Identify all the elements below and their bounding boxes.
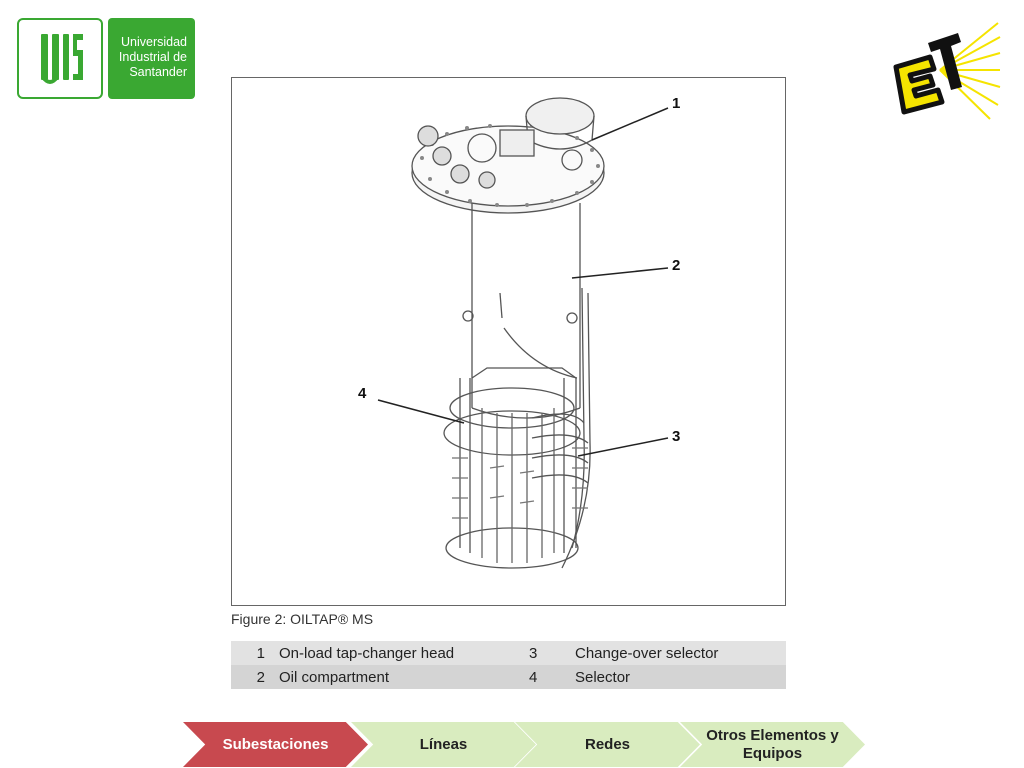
legend-number: 4 [529,665,575,689]
section-nav: Subestaciones Líneas Redes Otros Element… [183,722,865,767]
callout-1: 1 [672,95,681,112]
uis-name-line-3: Santander [129,65,187,79]
legend-text: Selector [575,665,786,689]
legend-text: On-load tap-changer head [279,641,529,665]
legend-number: 3 [529,641,575,665]
uis-monogram-icon [41,34,83,84]
nav-subestaciones[interactable]: Subestaciones [183,722,368,767]
figure-caption: Figure 2: OILTAP® MS [231,611,374,627]
uis-logo-name: Universidad Industrial de Santander [108,18,195,99]
figure-frame: 1 2 4 3 [231,77,786,606]
nav-redes[interactable]: Redes [515,722,700,767]
legend-row: 1 On-load tap-changer head 3 Change-over… [231,641,786,665]
nav-lineas[interactable]: Líneas [351,722,536,767]
uis-name-line-2: Industrial de [118,50,187,64]
legend-row: 2 Oil compartment 4 Selector [231,665,786,689]
callout-3: 3 [672,428,681,445]
et-logo [880,15,1002,125]
uis-logo-monogram [17,18,103,99]
legend-number: 2 [231,665,279,689]
callout-2: 2 [672,257,681,274]
legend-number: 1 [231,641,279,665]
nav-otros-elementos[interactable]: Otros Elementos y Equipos [680,722,865,767]
legend-table: 1 On-load tap-changer head 3 Change-over… [231,641,786,689]
legend-text: Change-over selector [575,641,786,665]
oiltap-diagram [377,97,669,569]
et-logo-icon [893,22,1001,120]
uis-name-line-1: Universidad [120,35,187,49]
legend-text: Oil compartment [279,665,529,689]
callout-4: 4 [358,385,367,402]
